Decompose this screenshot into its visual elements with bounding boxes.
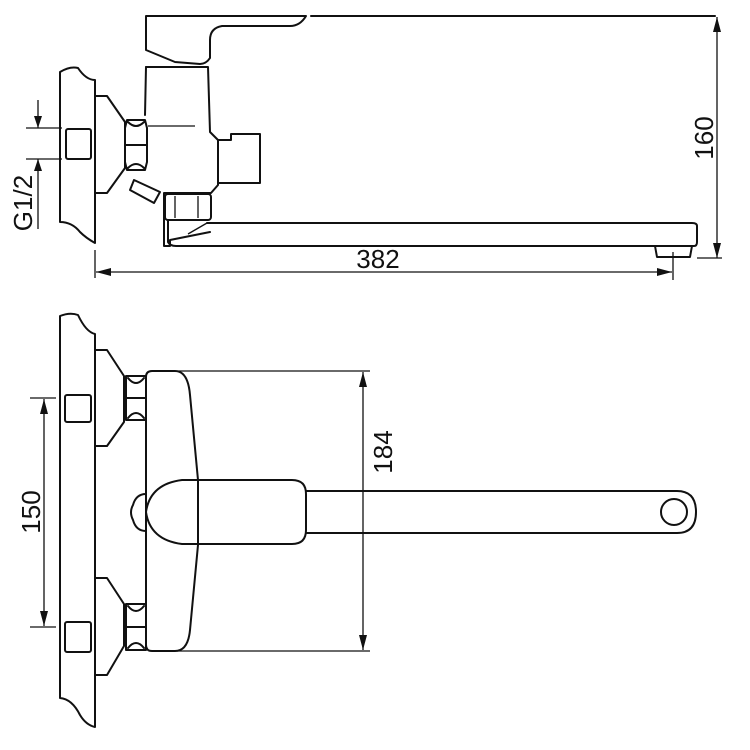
top-upper-cone xyxy=(94,349,125,447)
top-lower-inlet-stub xyxy=(64,621,92,653)
side-spout-inner-line xyxy=(187,222,208,235)
side-eccentric-cone xyxy=(94,95,126,194)
top-lower-hex-nut xyxy=(125,603,147,651)
top-wall-flange xyxy=(59,312,96,728)
side-inlet-stub xyxy=(65,128,92,160)
top-spout-outlet xyxy=(660,498,688,526)
dimension-150-label: 150 xyxy=(16,490,46,533)
top-spout xyxy=(305,490,697,534)
side-diverter-knob xyxy=(217,133,261,184)
side-dimensions: 160 382 G1/2 xyxy=(8,17,722,280)
dimension-184-label: 184 xyxy=(368,430,398,473)
top-handle xyxy=(145,479,307,545)
side-spout-arm xyxy=(167,219,698,247)
dimension-g12-label: G1/2 xyxy=(8,175,38,231)
side-diverter-pin xyxy=(129,179,161,204)
top-view xyxy=(59,312,697,728)
dimension-160-label: 160 xyxy=(689,116,719,159)
top-upper-inlet-stub xyxy=(64,394,92,423)
top-body xyxy=(145,370,199,652)
dimension-382-label: 382 xyxy=(356,244,399,274)
side-body-left xyxy=(144,66,147,116)
top-lower-cone xyxy=(94,577,125,676)
side-spout-nut xyxy=(164,193,212,221)
side-handle-lever xyxy=(145,15,307,65)
top-dimensions: 184 150 xyxy=(16,370,398,652)
side-spout-nut-ridges xyxy=(174,196,199,218)
side-hex-nut xyxy=(124,119,148,171)
side-view xyxy=(59,15,716,258)
top-upper-hex-nut xyxy=(125,375,147,421)
top-diverter-knob xyxy=(130,493,147,532)
side-wall-flange xyxy=(59,66,96,244)
